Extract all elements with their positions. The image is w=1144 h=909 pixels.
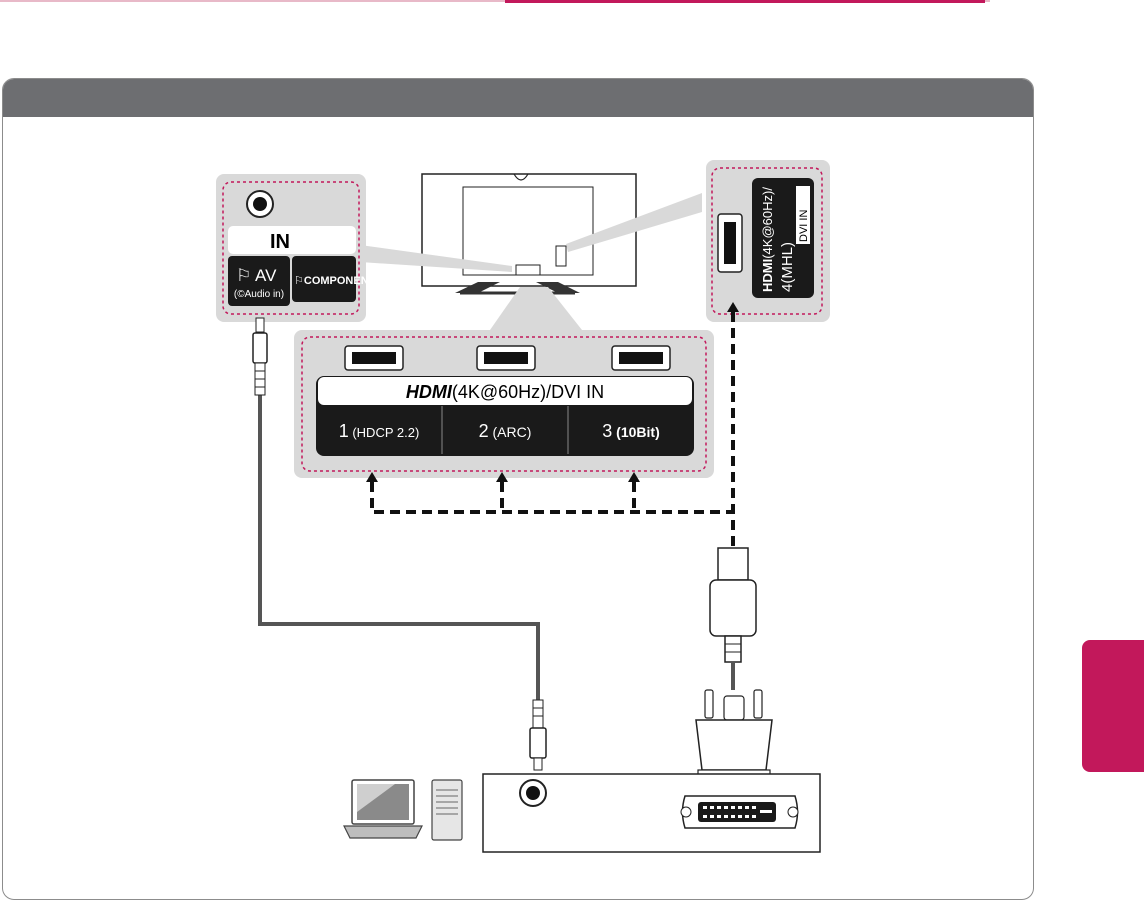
hdmi-port-icon	[612, 346, 670, 370]
av-input-panel: IN ⚐ AV (©Audio in) ⚐COMPONENT	[216, 174, 376, 322]
hdmi-port-label: 3 (10Bit)	[602, 421, 659, 441]
hdmi-port-icon	[345, 346, 403, 370]
hdmi-port-label: 2 (ARC)	[479, 421, 532, 441]
hdmi-title: HDMI(4K@60Hz)/DVI IN	[406, 382, 604, 402]
hdmi4-spec: HDMI(4K@60Hz)/	[760, 187, 775, 292]
hdmi4-panel: HDMI(4K@60Hz)/ 4(MHL) DVI IN	[706, 160, 830, 322]
hdmi4-dvi-label: DVI IN	[798, 210, 810, 242]
hdmi-panel: HDMI(4K@60Hz)/DVI IN 1 (HDCP 2.2) 2 (ARC…	[294, 330, 714, 478]
dvi-connector	[696, 690, 772, 784]
audio-in-label: (©Audio in)	[234, 289, 284, 300]
in-label: IN	[270, 231, 290, 253]
hdmi-cable-connector	[710, 548, 756, 690]
laptop-icon	[344, 780, 422, 838]
av-label: ⚐ AV	[236, 266, 277, 285]
pc-device	[483, 774, 820, 852]
hdmi-port-icon	[477, 346, 535, 370]
desktop-tower-icon	[432, 780, 462, 840]
dvi-port-icon	[681, 796, 798, 828]
hdmi4-port-label: 4(MHL)	[779, 242, 796, 292]
component-label: ⚐COMPONENT	[294, 275, 376, 287]
